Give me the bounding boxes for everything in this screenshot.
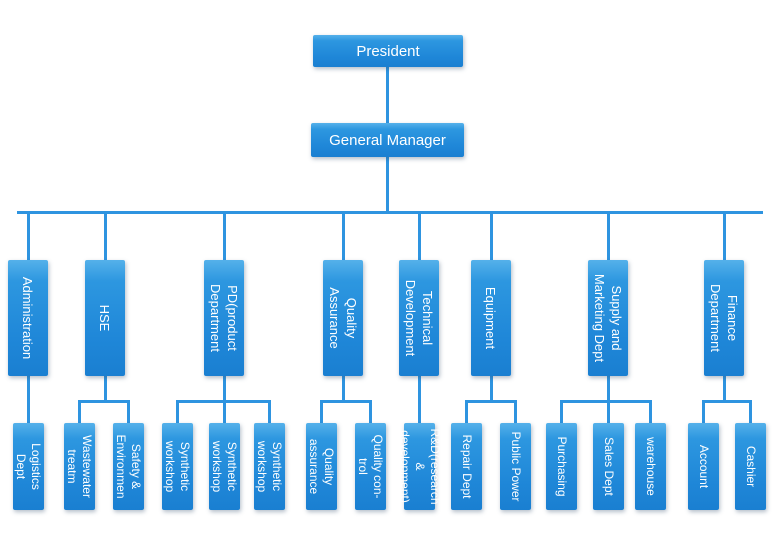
org-node-account[interactable]: Account — [687, 423, 719, 510]
org-node-synthetic-workshop-1[interactable]: Synthetic workshop — [161, 423, 193, 510]
node-label: President — [356, 42, 420, 60]
connector-line — [222, 376, 226, 402]
org-node-public-power[interactable]: Public Power — [499, 423, 531, 510]
org-node-repair-dept[interactable]: Repair Dept — [450, 423, 482, 510]
org-node-synthetic-workshop-3[interactable]: Synthetic workshop — [253, 423, 285, 510]
org-node-purchasing[interactable]: Purchasing — [545, 423, 577, 510]
org-node-equipment[interactable]: Equipment — [471, 260, 511, 376]
org-node-pd-department[interactable]: PD(product Department — [204, 260, 244, 376]
node-label: Repair Dept — [459, 434, 474, 499]
connector-line — [748, 400, 752, 423]
connector-line — [648, 400, 652, 423]
org-node-quality-control[interactable]: Quality con- trol — [354, 423, 386, 510]
node-label: Quality Assurance — [327, 287, 359, 349]
node-label: General Manager — [329, 131, 446, 149]
connector-line — [417, 214, 421, 260]
connector-line — [77, 400, 81, 423]
connector-line — [606, 214, 610, 260]
connector-line — [464, 400, 517, 403]
node-label: HSE — [97, 304, 113, 332]
node-label: Finance Department — [708, 284, 740, 352]
node-label: Safety & Environmen — [114, 434, 143, 499]
connector-line — [222, 214, 226, 260]
connector-line — [559, 400, 563, 423]
node-label: Synthetic workshop — [210, 440, 239, 493]
node-label: Purchasing — [554, 436, 569, 497]
node-label: PD(product Department — [208, 284, 240, 352]
org-node-warehouse[interactable]: warehouse — [634, 423, 666, 510]
connector-line — [464, 400, 468, 423]
org-node-sales-dept[interactable]: Sales Dept — [592, 423, 624, 510]
connector-line — [385, 157, 389, 211]
node-label: Equipment — [483, 286, 499, 350]
node-label: Synthetic workshop — [163, 440, 192, 493]
connector-line — [489, 376, 493, 402]
connector-line — [319, 400, 372, 403]
org-node-quality-assurance[interactable]: Quality Assurance — [323, 260, 363, 376]
connector-line — [722, 376, 726, 402]
connector-line — [126, 400, 130, 423]
org-node-logistics-dept[interactable]: Logistics Dept — [12, 423, 44, 510]
node-label: Supply and Marketing Dept — [592, 273, 624, 363]
node-label: Quality assurance — [307, 438, 336, 495]
org-node-technical-development[interactable]: Technical Development — [399, 260, 439, 376]
connector-line — [175, 400, 179, 423]
connector-line — [701, 400, 705, 423]
connector-line — [26, 376, 30, 423]
org-node-hse[interactable]: HSE — [85, 260, 125, 376]
connector-line — [26, 214, 30, 260]
connector-line — [701, 400, 752, 403]
connector-line — [17, 211, 763, 214]
org-node-quality-assurance-sub[interactable]: Quality assurance — [305, 423, 337, 510]
connector-line — [368, 400, 372, 423]
connector-line — [606, 376, 610, 402]
org-node-cashier[interactable]: Cashier — [734, 423, 766, 510]
org-node-general-manager[interactable]: General Manager — [311, 123, 464, 157]
org-node-administration[interactable]: Administration — [8, 260, 48, 376]
node-label: Synthetic workshop — [255, 440, 284, 493]
org-node-wastewater-treatment[interactable]: Wastewater treatm — [63, 423, 95, 510]
connector-line — [489, 214, 493, 260]
node-label: Public Power — [508, 431, 523, 502]
connector-line — [77, 400, 130, 403]
node-label: Sales Dept — [601, 437, 616, 496]
node-label: Wastewater treatm — [65, 435, 94, 498]
connector-line — [513, 400, 517, 423]
node-label: Technical Development — [403, 279, 435, 357]
connector-line — [385, 67, 389, 123]
connector-line — [341, 376, 345, 402]
node-label: R&D(research & development) — [397, 428, 442, 505]
node-label: Administration — [20, 276, 36, 360]
node-label: Logistics Dept — [14, 443, 43, 490]
connector-line — [341, 214, 345, 260]
connector-line — [559, 400, 652, 403]
org-node-synthetic-workshop-2[interactable]: Synthetic workshop — [208, 423, 240, 510]
connector-line — [417, 376, 421, 423]
connector-line — [222, 400, 226, 423]
node-label: Account — [696, 444, 711, 489]
connector-line — [606, 400, 610, 423]
org-node-finance-department[interactable]: Finance Department — [704, 260, 744, 376]
org-node-supply-marketing-dept[interactable]: Supply and Marketing Dept — [588, 260, 628, 376]
org-node-rd-research-development[interactable]: R&D(research & development) — [397, 423, 442, 510]
org-node-president[interactable]: President — [313, 35, 463, 67]
connector-line — [319, 400, 323, 423]
node-label: Cashier — [743, 445, 758, 488]
org-node-safety-environment[interactable]: Safety & Environmen — [112, 423, 144, 510]
connector-line — [103, 214, 107, 260]
connector-line — [722, 214, 726, 260]
connector-line — [103, 376, 107, 402]
node-label: warehouse — [643, 437, 658, 496]
node-label: Quality con- trol — [356, 434, 385, 499]
connector-line — [267, 400, 271, 423]
